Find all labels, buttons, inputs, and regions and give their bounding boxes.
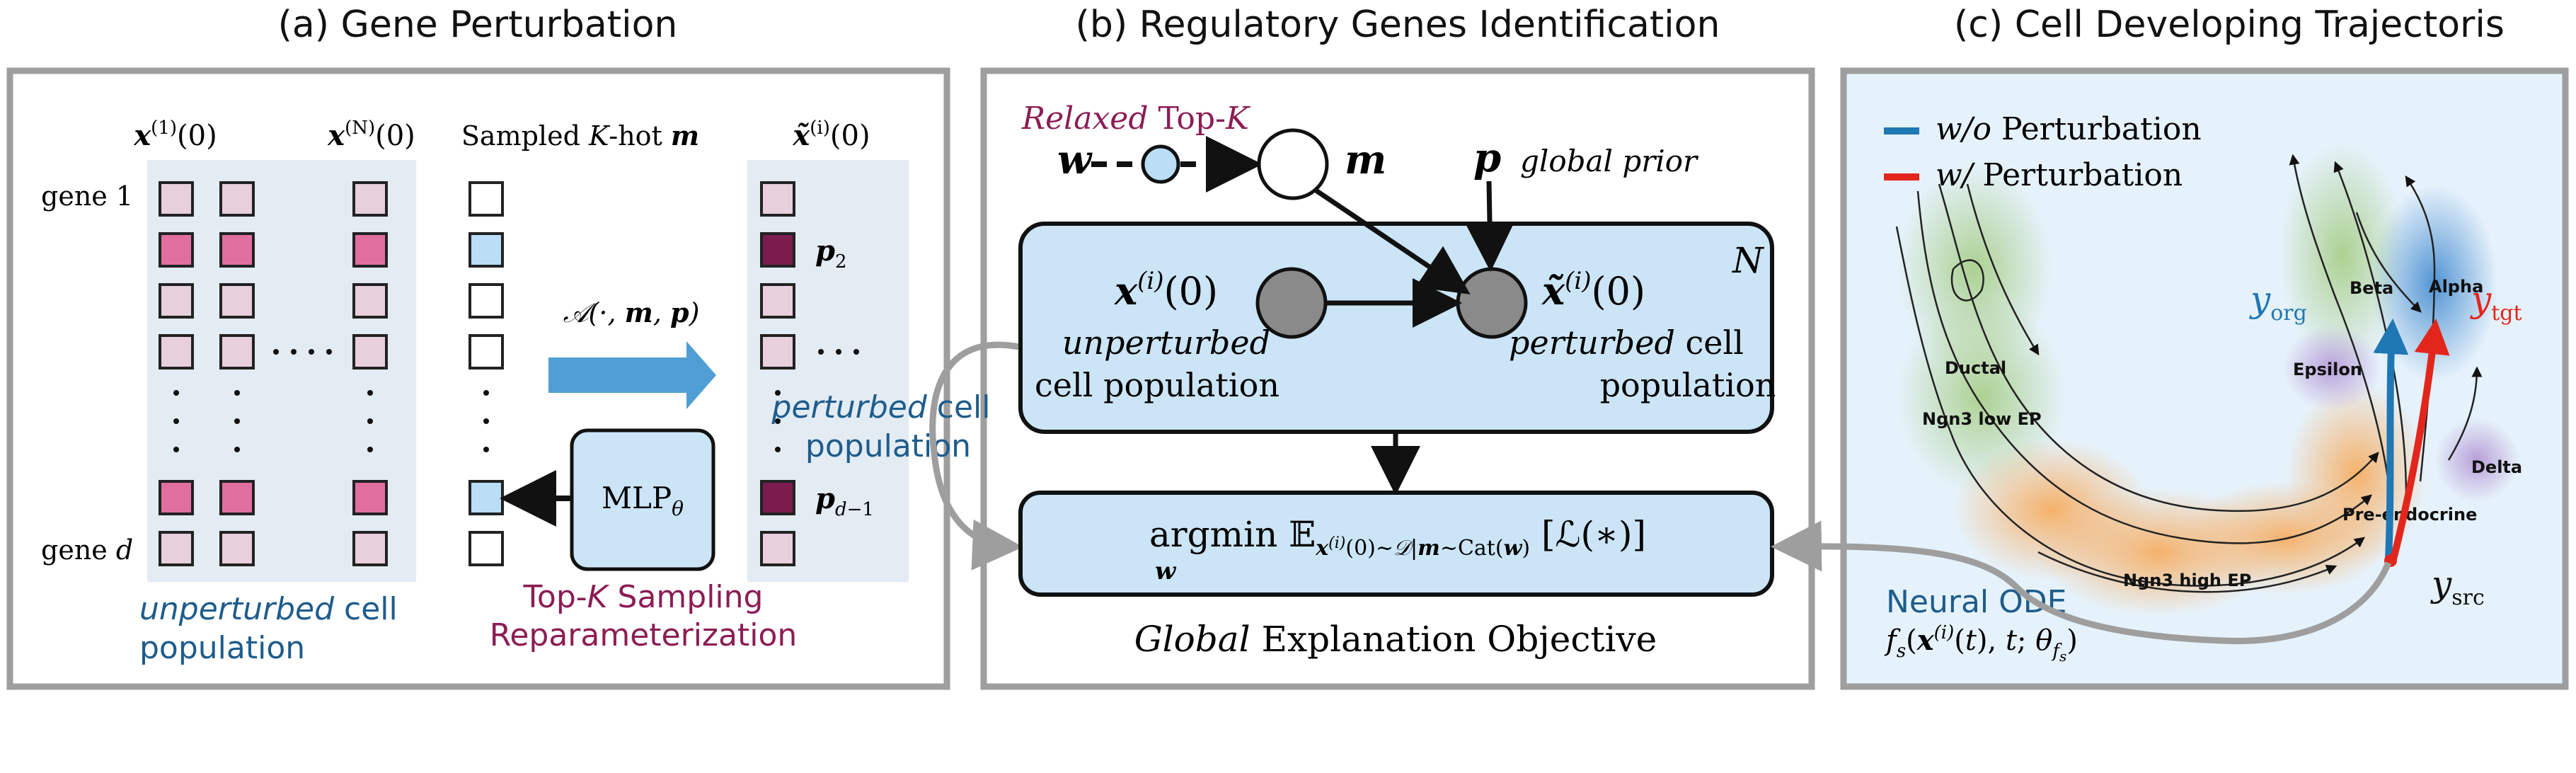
x-node-label: x(i)(0) bbox=[1114, 267, 1218, 314]
cluster-delta: Delta bbox=[2471, 457, 2522, 477]
unperturbed-caption-1: unperturbed cell bbox=[139, 591, 398, 627]
objective-caption: Global Explanation Objective bbox=[1134, 619, 1657, 660]
connector-a-to-objective bbox=[929, 341, 1023, 571]
cluster-pre-endocrine: Pre-endocrine bbox=[2342, 505, 2477, 525]
cluster-ductal: Ductal bbox=[1945, 358, 2006, 378]
w-label: w bbox=[1057, 137, 1093, 183]
output-cells bbox=[760, 181, 795, 566]
connector-ode-to-objective bbox=[1771, 520, 2392, 645]
topk-caption-1: Top-K Sampling bbox=[523, 579, 764, 615]
m-to-xt-arrow bbox=[1313, 188, 1471, 294]
global-prior-label: global prior bbox=[1520, 144, 1699, 178]
panel-a-title: (a) Gene Perturbation bbox=[278, 4, 678, 46]
output-ellipsis bbox=[775, 349, 859, 452]
cluster-labels: Ductal Ngn3 low EP Epsilon Beta Alpha De… bbox=[1922, 277, 2522, 590]
col1-label: x(1)(0) bbox=[133, 118, 217, 152]
m-node bbox=[1257, 128, 1329, 200]
column-N-cells bbox=[352, 181, 388, 566]
x-node bbox=[1255, 267, 1328, 339]
perturbed-label: perturbed cell bbox=[1509, 323, 1744, 362]
m-label: m bbox=[1345, 137, 1386, 183]
panel-b-title: (b) Regulatory Genes Identification bbox=[1076, 4, 1720, 46]
matrix-ellipsis bbox=[173, 349, 373, 452]
cluster-alpha: Alpha bbox=[2429, 277, 2483, 297]
mask-ellipsis bbox=[483, 390, 489, 452]
perturbed-label-2: population bbox=[1600, 366, 1776, 404]
gened-label: gene d bbox=[41, 534, 133, 566]
gene1-label: gene 1 bbox=[41, 181, 133, 212]
panel-a: x(1)(0) x(N)(0) Sampled K-hot m x̃(i)(0)… bbox=[41, 118, 990, 666]
colN-label: x(N)(0) bbox=[327, 118, 415, 152]
unperturbed-label-2: cell population bbox=[1035, 366, 1280, 404]
umap-embedding bbox=[1897, 142, 2519, 616]
panel-c-title: (c) Cell Developing Trajectoris bbox=[1954, 4, 2505, 46]
relaxed-node bbox=[1141, 144, 1180, 184]
legend-wo: w/o Perturbation bbox=[1936, 111, 2202, 147]
cluster-beta: Beta bbox=[2350, 278, 2393, 298]
xt-node-label: x̃(i)(0) bbox=[1541, 267, 1645, 314]
perturbed-caption-1: perturbed cell bbox=[771, 389, 991, 425]
trajectory-with-perturbation bbox=[2390, 319, 2450, 561]
input-matrix-bg bbox=[147, 160, 416, 582]
column-1-cells bbox=[159, 181, 194, 566]
perturbed-caption-2: population bbox=[805, 428, 971, 464]
out-label: x̃(i)(0) bbox=[792, 118, 870, 152]
operator-label: 𝒜(·, m, p) bbox=[563, 297, 700, 328]
unperturbed-caption-2: population bbox=[139, 630, 305, 666]
apply-arrow bbox=[548, 341, 716, 409]
column-2-cells bbox=[219, 181, 255, 566]
velocity-streams bbox=[1895, 154, 2483, 593]
cluster-ngn3-low: Ngn3 low EP bbox=[1922, 409, 2042, 429]
topk-caption-2: Reparameterization bbox=[490, 617, 798, 653]
plate-N: N bbox=[1732, 240, 1765, 281]
model-plate bbox=[1018, 222, 1774, 434]
relaxed-topk-label: Relaxed Top-K bbox=[1021, 101, 1250, 137]
objective-sub: w bbox=[1155, 557, 1177, 585]
mask-label: Sampled K-hot m bbox=[461, 120, 699, 151]
mlp-label: MLPθ bbox=[602, 481, 684, 520]
output-matrix-bg bbox=[747, 160, 909, 582]
legend-w: w/ Perturbation bbox=[1936, 157, 2183, 193]
xt-node bbox=[1456, 267, 1528, 339]
p-label: p bbox=[1473, 134, 1501, 181]
unperturbed-label: unperturbed bbox=[1062, 323, 1270, 362]
trajectory-without-perturbation bbox=[2373, 319, 2409, 560]
mlp-box bbox=[570, 428, 715, 571]
cluster-epsilon: Epsilon bbox=[2293, 360, 2362, 379]
p-to-xt-arrow bbox=[1465, 181, 1515, 272]
panel-b: Relaxed Top-K w m p global prior N x(i)(… bbox=[1018, 101, 1776, 660]
cluster-ngn3-high: Ngn3 high EP bbox=[2123, 571, 2251, 590]
mask-cells bbox=[468, 181, 504, 566]
